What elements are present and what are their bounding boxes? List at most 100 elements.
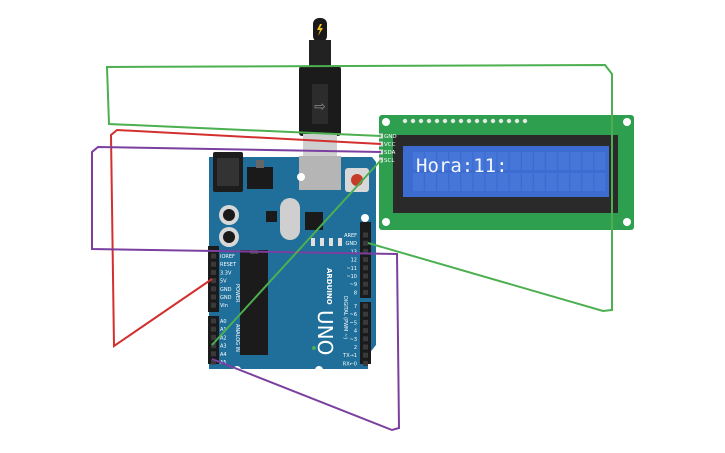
- header-pin[interactable]: [363, 352, 368, 358]
- header-pin[interactable]: [363, 240, 368, 246]
- header-pin[interactable]: [211, 269, 216, 275]
- lcd-cell: [497, 152, 509, 170]
- header-pin[interactable]: [211, 253, 216, 259]
- lcd-pad: [498, 118, 504, 124]
- header-pin[interactable]: [363, 336, 368, 342]
- power-pin-label: RESET: [220, 262, 237, 268]
- header-pin[interactable]: [211, 326, 216, 332]
- wire-scl[interactable]: [211, 159, 382, 346]
- analog-title: ANALOG IN: [234, 324, 240, 352]
- header-pin[interactable]: [363, 281, 368, 287]
- lcd-pin-label: SCL: [384, 158, 395, 164]
- lcd-pin-pads: [402, 118, 528, 124]
- mount-hole: [623, 218, 631, 226]
- wire-vcc[interactable]: [109, 128, 382, 348]
- lcd-pad: [474, 118, 480, 124]
- lcd-cell: [509, 173, 521, 191]
- header-pin[interactable]: [363, 289, 368, 295]
- lcd-cell: [558, 152, 569, 170]
- bolt-icon: [317, 24, 323, 36]
- digital-pin-label: TX→1: [342, 353, 357, 359]
- header-pin[interactable]: [363, 273, 368, 279]
- digital-pin-label: 4: [354, 329, 357, 335]
- header-pin[interactable]: [363, 344, 368, 350]
- header-pin[interactable]: [211, 351, 216, 357]
- header-pin[interactable]: [363, 328, 368, 334]
- header-pin[interactable]: [363, 360, 368, 366]
- header-pin[interactable]: [363, 257, 368, 263]
- digital-pin-label: RX←0: [343, 361, 357, 367]
- lcd-cell: [570, 173, 582, 191]
- lcd-pad: [466, 118, 472, 124]
- mount-hole: [361, 214, 369, 222]
- lcd-cell: [425, 173, 436, 191]
- lcd-pad: [490, 118, 496, 124]
- digital-pin-label: ~3: [350, 337, 357, 343]
- lcd-cell: [437, 173, 448, 191]
- digital-pin-label: AREF: [344, 233, 357, 239]
- wire-sda[interactable]: [91, 145, 401, 432]
- lcd-pad: [482, 118, 488, 124]
- lcd-pad: [458, 118, 464, 124]
- power-pin-label: GND: [220, 287, 232, 293]
- lcd-cell: [473, 152, 485, 170]
- model-label: UNO: [313, 310, 337, 355]
- header-pin[interactable]: [211, 294, 216, 300]
- header-pin[interactable]: [211, 261, 216, 267]
- lcd-cell: [582, 173, 594, 191]
- digital-pin-label: ~5: [350, 320, 357, 326]
- lcd-cell: [534, 152, 545, 170]
- header-pin[interactable]: [363, 319, 368, 325]
- lcd-pad: [450, 118, 456, 124]
- digital-pin-label: ~9: [350, 282, 357, 288]
- lcd-pin-label: VCC: [384, 142, 396, 148]
- lcd-cell: [461, 173, 473, 191]
- lcd-cell: [594, 152, 606, 170]
- analog-header[interactable]: [208, 316, 219, 364]
- lcd-cell: [521, 152, 533, 170]
- header-pin[interactable]: [211, 286, 216, 292]
- header-pin[interactable]: [363, 303, 368, 309]
- power-pin-label: Vin: [220, 303, 228, 309]
- header-pin[interactable]: [211, 343, 216, 349]
- digital-pin-label: ~6: [350, 312, 357, 318]
- header-pin[interactable]: [211, 334, 216, 340]
- lcd-text: Hora:11:: [416, 155, 508, 177]
- lcd-cell: [497, 173, 509, 191]
- digital-pin-label: 7: [354, 304, 357, 310]
- header-pin[interactable]: [363, 248, 368, 254]
- header-pin[interactable]: [211, 302, 216, 308]
- wire-gnd[interactable]: [105, 63, 613, 313]
- power-pin-label: IOREF: [220, 254, 235, 260]
- lcd-pad: [418, 118, 424, 124]
- lcd-pad: [434, 118, 440, 124]
- power-title: POWER: [234, 284, 240, 303]
- mount-hole: [297, 173, 305, 181]
- lcd-cell: [534, 173, 545, 191]
- mount-hole: [382, 218, 390, 226]
- lcd-pad: [522, 118, 528, 124]
- header-pin[interactable]: [211, 278, 216, 284]
- lcd-cell: [413, 152, 424, 170]
- header-pin[interactable]: [211, 318, 216, 324]
- lcd-cell: [485, 152, 497, 170]
- lcd-pad: [514, 118, 520, 124]
- header-pin[interactable]: [363, 265, 368, 271]
- lcd-cell: [582, 152, 594, 170]
- power-pin-label: 3.3V: [220, 270, 232, 276]
- header-pin[interactable]: [211, 359, 216, 365]
- header-pin[interactable]: [363, 311, 368, 317]
- lcd-module[interactable]: Hora:11:: [379, 115, 634, 230]
- board-labels: UNO ARDUINO DIGITAL (PWM ~) POWER ANALOG…: [234, 268, 348, 355]
- lcd-cell: [473, 173, 485, 191]
- mount-hole: [623, 118, 631, 126]
- lcd-cell: [485, 173, 497, 191]
- lcd-cell: [558, 173, 569, 191]
- analog-pin-label: A2: [220, 335, 227, 341]
- mount-hole: [382, 118, 390, 126]
- lcd-cell: [425, 152, 436, 170]
- header-pin[interactable]: [363, 232, 368, 238]
